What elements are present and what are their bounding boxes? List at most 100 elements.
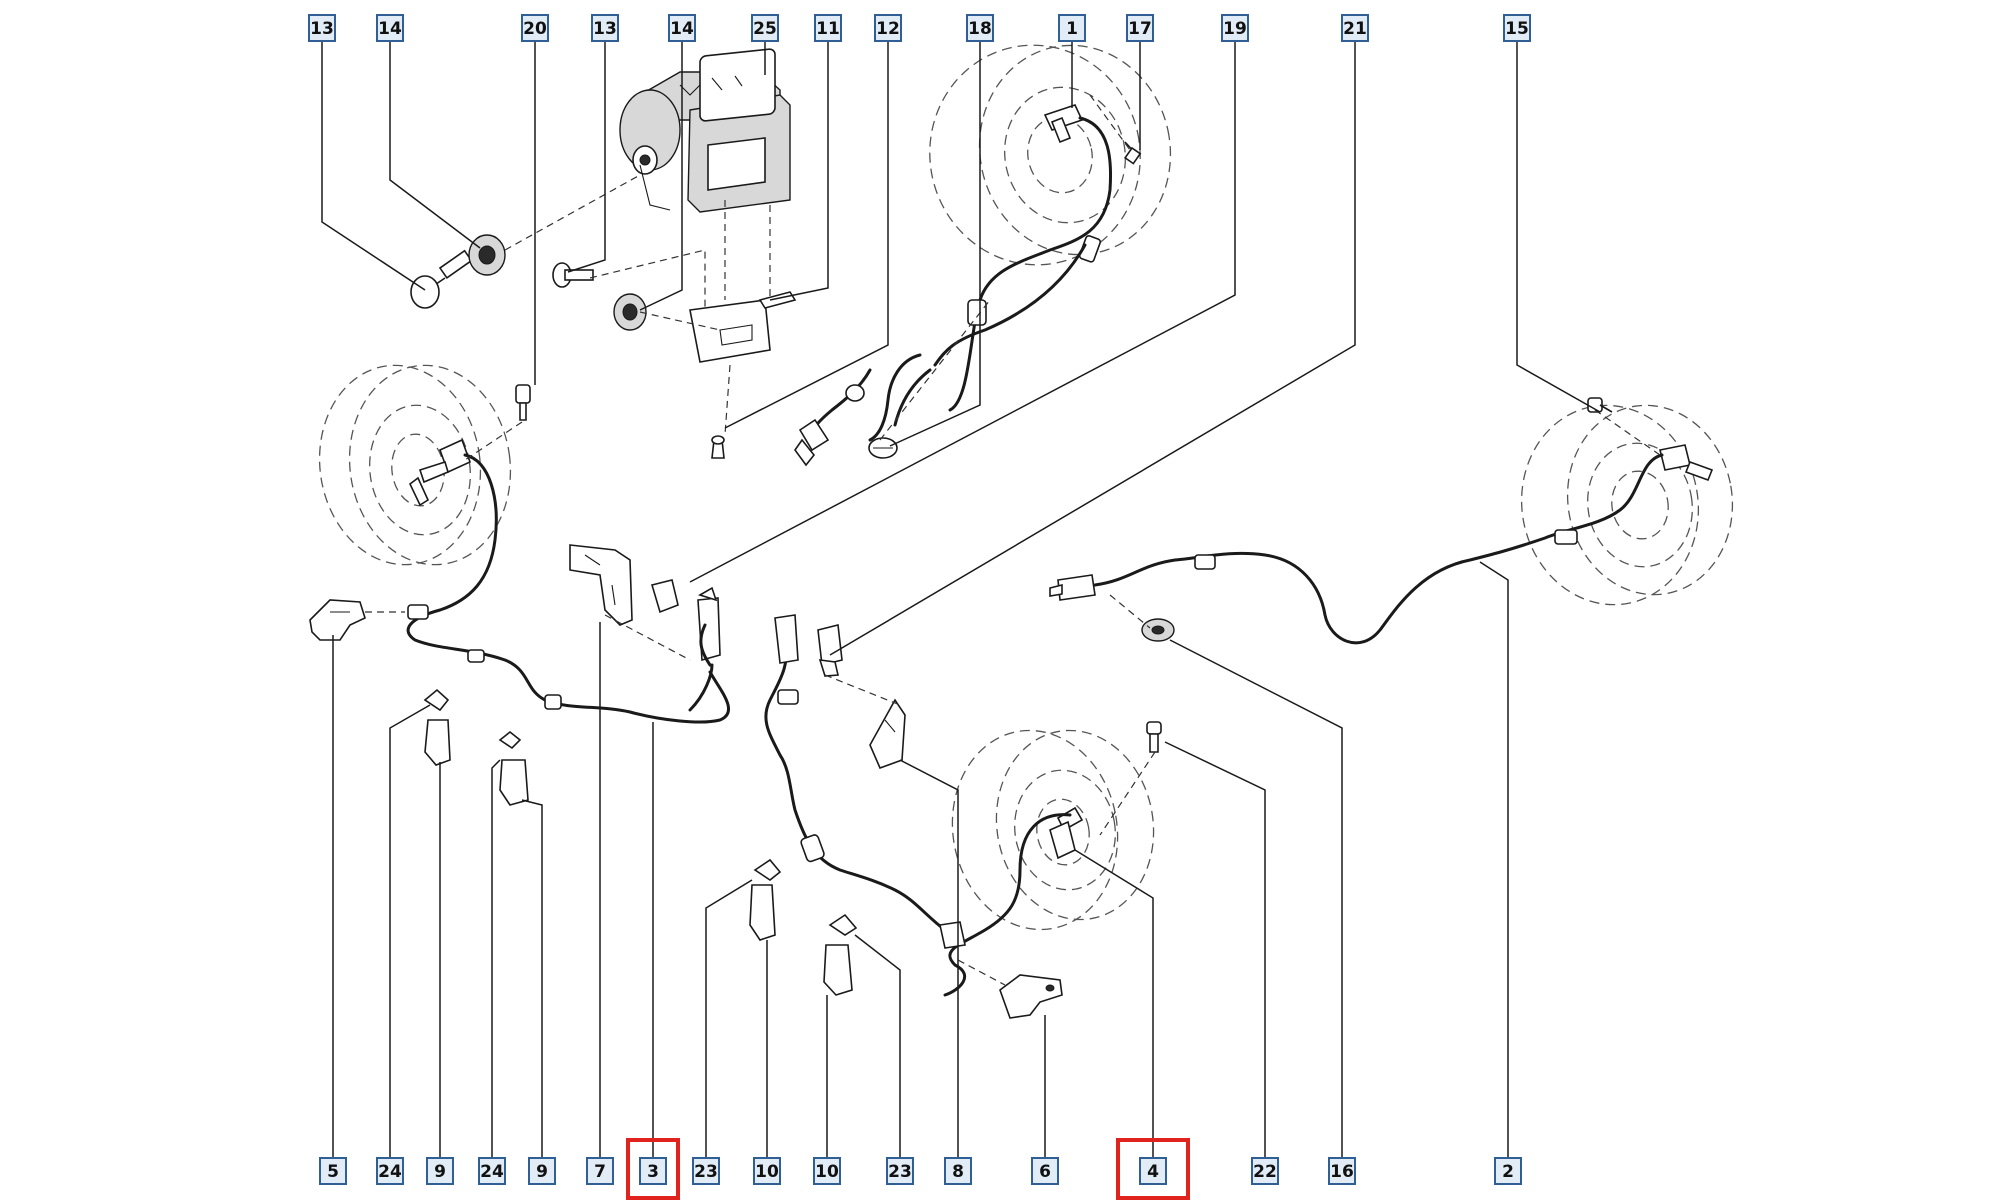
svg-text:13: 13 bbox=[593, 19, 617, 39]
svg-text:24: 24 bbox=[480, 1162, 504, 1182]
callout-4: 4 bbox=[1139, 1157, 1167, 1185]
highlight-callout-3 bbox=[626, 1138, 680, 1200]
clip-10-center bbox=[823, 913, 858, 996]
callout-23: 23 bbox=[886, 1157, 914, 1185]
callout-23: 23 bbox=[692, 1157, 720, 1185]
svg-text:25: 25 bbox=[753, 19, 777, 39]
cable-rear-right bbox=[1049, 453, 1664, 645]
leader-lines-top bbox=[321, 40, 1601, 656]
callout-16: 16 bbox=[1328, 1157, 1356, 1185]
svg-text:18: 18 bbox=[968, 19, 992, 39]
top-label-row: 13 14 20 13 14 25 11 12 18 1 17 19 21 15 bbox=[308, 14, 1531, 42]
svg-text:4: 4 bbox=[1147, 1162, 1159, 1182]
cable-front-left bbox=[406, 453, 731, 724]
svg-text:3: 3 bbox=[647, 1162, 659, 1182]
callout-13: 13 bbox=[308, 14, 336, 42]
wheel-rear-right bbox=[1520, 404, 1734, 606]
bracket-8 bbox=[869, 698, 906, 770]
svg-text:24: 24 bbox=[378, 1162, 402, 1182]
svg-text:16: 16 bbox=[1330, 1162, 1354, 1182]
clip-24-left bbox=[423, 688, 451, 766]
callout-17: 17 bbox=[1126, 14, 1154, 42]
callout-14: 14 bbox=[376, 14, 404, 42]
callout-9: 9 bbox=[426, 1157, 454, 1185]
wheel-rear-left bbox=[951, 729, 1155, 931]
svg-text:11: 11 bbox=[816, 19, 840, 39]
wheel-front-right bbox=[929, 44, 1172, 266]
leader-lines-bottom bbox=[332, 561, 1509, 1158]
svg-text:20: 20 bbox=[523, 19, 547, 39]
svg-text:5: 5 bbox=[327, 1162, 339, 1182]
svg-text:23: 23 bbox=[694, 1162, 718, 1182]
callout-15: 15 bbox=[1503, 14, 1531, 42]
svg-text:2: 2 bbox=[1502, 1162, 1514, 1182]
svg-text:22: 22 bbox=[1253, 1162, 1277, 1182]
callout-8: 8 bbox=[944, 1157, 972, 1185]
bottom-label-row: 5 24 9 24 9 7 3 23 10 10 23 8 6 4 22 16 … bbox=[319, 1157, 1522, 1185]
bolt-15 bbox=[1587, 397, 1613, 413]
sensor-front-left-3 bbox=[408, 438, 472, 507]
clip-16 bbox=[1141, 618, 1175, 642]
cable-rear-left bbox=[764, 614, 1072, 997]
bracket-6 bbox=[999, 974, 1063, 1019]
sensor-rear-right-2 bbox=[1659, 444, 1714, 482]
svg-text:10: 10 bbox=[815, 1162, 839, 1182]
callout-19: 19 bbox=[1221, 14, 1249, 42]
callout-21: 21 bbox=[1341, 14, 1369, 42]
callout-7: 7 bbox=[586, 1157, 614, 1185]
callout-1: 1 bbox=[1058, 14, 1086, 42]
svg-text:1: 1 bbox=[1066, 19, 1078, 39]
svg-text:12: 12 bbox=[876, 19, 900, 39]
svg-text:13: 13 bbox=[310, 19, 334, 39]
clip-23-center bbox=[749, 858, 782, 941]
svg-text:7: 7 bbox=[594, 1162, 606, 1182]
svg-text:8: 8 bbox=[952, 1162, 964, 1182]
callout-11: 11 bbox=[814, 14, 842, 42]
abs-hydraulic-unit bbox=[619, 48, 791, 213]
svg-text:15: 15 bbox=[1505, 19, 1529, 39]
callout-18: 18 bbox=[966, 14, 994, 42]
svg-text:10: 10 bbox=[755, 1162, 779, 1182]
assembly-lines bbox=[365, 94, 1661, 986]
svg-text:9: 9 bbox=[434, 1162, 446, 1182]
highlight-callout-4 bbox=[1116, 1138, 1190, 1200]
callout-3: 3 bbox=[639, 1157, 667, 1185]
callout-6: 6 bbox=[1031, 1157, 1059, 1185]
clip-18 bbox=[868, 437, 898, 459]
grommet-14-center bbox=[613, 293, 647, 331]
callout-5: 5 bbox=[319, 1157, 347, 1185]
bracket-7 bbox=[569, 544, 679, 626]
bolt-13-left bbox=[410, 249, 473, 309]
callout-12: 12 bbox=[874, 14, 902, 42]
callout-2: 2 bbox=[1494, 1157, 1522, 1185]
callout-10: 10 bbox=[813, 1157, 841, 1185]
svg-text:23: 23 bbox=[888, 1162, 912, 1182]
svg-text:19: 19 bbox=[1223, 19, 1247, 39]
callout-20: 20 bbox=[521, 14, 549, 42]
svg-text:9: 9 bbox=[536, 1162, 548, 1182]
bolt-13-center bbox=[552, 262, 594, 288]
bolt-12 bbox=[711, 435, 725, 459]
callout-13: 13 bbox=[591, 14, 619, 42]
bolt-17 bbox=[1124, 141, 1142, 165]
svg-text:6: 6 bbox=[1039, 1162, 1051, 1182]
highlight-boxes bbox=[626, 1138, 1190, 1200]
bracket-5 bbox=[309, 599, 366, 641]
clip-9-left bbox=[498, 730, 529, 806]
callout-24: 24 bbox=[478, 1157, 506, 1185]
svg-text:14: 14 bbox=[670, 19, 694, 39]
sensor-front-right-1 bbox=[868, 104, 1113, 442]
callout-22: 22 bbox=[1251, 1157, 1279, 1185]
sensor-rear-left-4 bbox=[1049, 806, 1084, 860]
callout-14: 14 bbox=[668, 14, 696, 42]
cable-front-right-harness bbox=[794, 243, 1087, 467]
bolt-20 bbox=[515, 384, 531, 421]
svg-text:21: 21 bbox=[1343, 19, 1367, 39]
svg-text:14: 14 bbox=[378, 19, 402, 39]
grommet-14-left bbox=[468, 234, 506, 276]
callout-24: 24 bbox=[376, 1157, 404, 1185]
svg-text:17: 17 bbox=[1128, 19, 1152, 39]
connector-rear-left bbox=[817, 624, 843, 677]
callout-10: 10 bbox=[753, 1157, 781, 1185]
